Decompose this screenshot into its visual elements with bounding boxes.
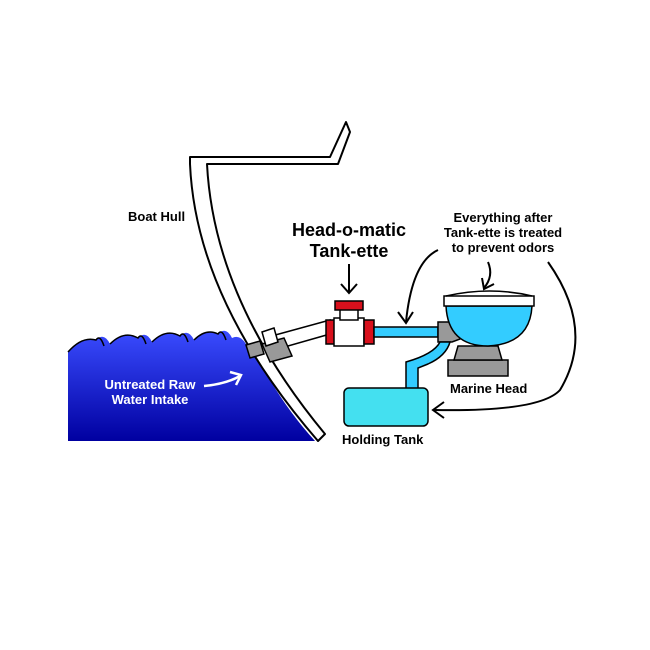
label-intake-line1: Untreated Raw <box>104 377 196 392</box>
arrow-to-head <box>481 261 495 291</box>
label-treated-line1: Everything after <box>453 210 553 225</box>
label-treated-line2: Tank-ette is treated <box>443 224 563 240</box>
label-boat-hull: Boat Hull <box>128 209 186 224</box>
arrow-to-intake <box>203 370 243 388</box>
holding-tank-shape <box>343 387 429 427</box>
tank-ette-unit <box>325 300 375 347</box>
seacock-valve <box>245 327 294 363</box>
treated-pipe <box>373 326 439 338</box>
label-treated-line3: to prevent odors <box>451 239 555 255</box>
label-holding-tank: Holding Tank <box>342 432 424 447</box>
label-marine-head: Marine Head <box>450 381 528 396</box>
label-treated-note: Everything after Tank-ette is treated to… <box>418 210 588 256</box>
sea-water <box>68 330 315 441</box>
label-intake: Untreated Raw Water Intake <box>88 377 212 408</box>
arrow-to-tankette <box>340 264 358 295</box>
label-intake-line2: Water Intake <box>111 391 189 407</box>
discharge-hose <box>405 341 451 393</box>
boat-hull <box>189 121 351 442</box>
wave-crests <box>67 331 227 353</box>
label-product-line2: Tank-ette <box>309 240 389 261</box>
label-product: Head-o-matic Tank-ette <box>286 220 412 261</box>
marine-head <box>443 290 535 377</box>
arrow-to-holding-tank <box>431 261 577 419</box>
label-product-line1: Head-o-matic <box>291 220 407 240</box>
arrow-to-treated-pipe <box>397 249 439 325</box>
